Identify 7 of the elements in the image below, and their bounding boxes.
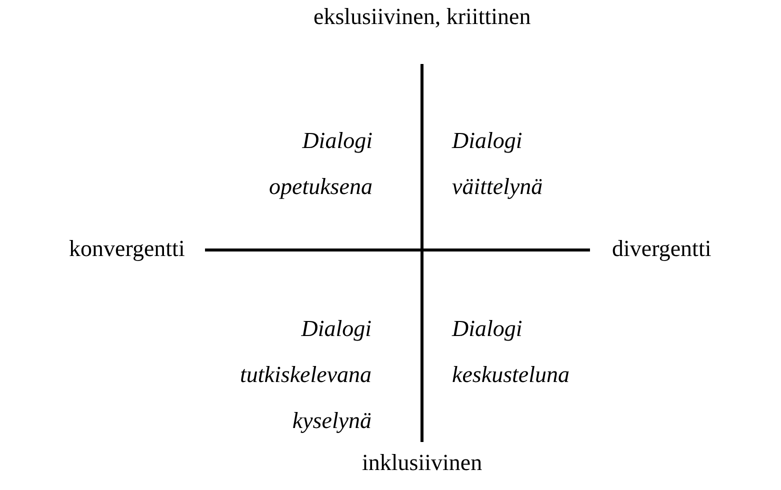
axis-end-label: konvergentti [69,236,185,262]
quadrant-label: Dialogi keskusteluna [452,315,570,389]
axis-end-label: divergentti [612,236,712,262]
quadrant-label: Dialogi väittelynä [452,127,543,201]
quadrant-label: Dialogi opetuksena [269,127,372,201]
axis-end-label: ekslusiivinen, kriittinen [314,4,531,30]
axis-end-label: inklusiivinen [362,450,482,476]
